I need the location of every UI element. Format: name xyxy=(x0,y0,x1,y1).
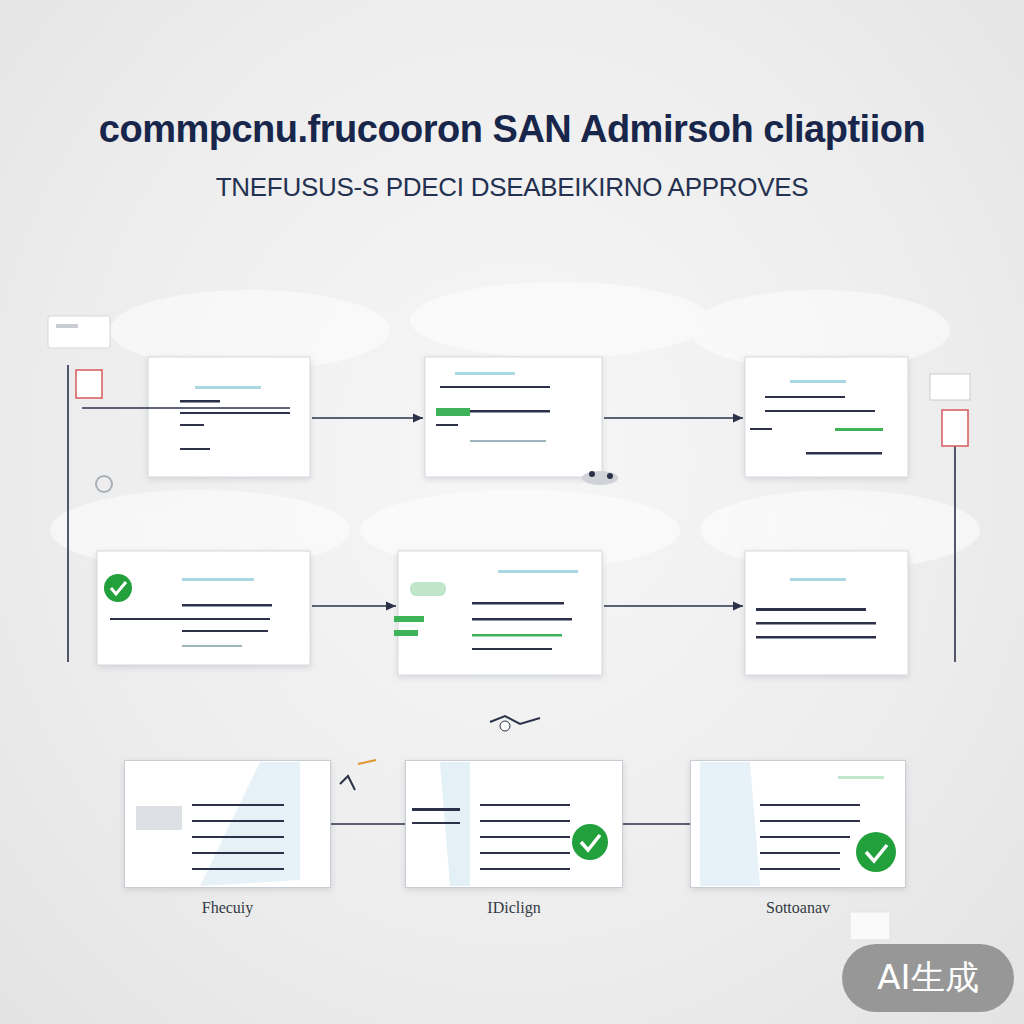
flow-connector xyxy=(623,823,690,825)
tiny-figure xyxy=(340,471,618,790)
background-haze xyxy=(50,282,980,570)
screen-caption: Sottoanav xyxy=(763,899,833,917)
screen-card: Fhecuiy xyxy=(124,760,331,888)
diagram-title: commpcnu.frucooron SAN Admirsoh cliaptii… xyxy=(0,108,1024,151)
title-text: commpcnu.frucooron SAN Admirsoh cliaptii… xyxy=(99,108,925,150)
screen-card: IDiclign xyxy=(405,760,623,888)
screen-card xyxy=(97,551,908,675)
card-lines xyxy=(110,570,876,650)
screen-card: Sottoanav xyxy=(690,760,906,888)
screen-card xyxy=(124,760,906,888)
flow-arrow xyxy=(312,417,423,419)
corner-icon xyxy=(930,374,970,400)
subtitle-text: TNEFUSUS-S PDECI DSEABEIKIRNO APPROVES xyxy=(216,172,809,203)
flow-arrow xyxy=(604,417,743,419)
side-rail xyxy=(67,365,69,662)
decor-card xyxy=(850,912,890,940)
corner-icon xyxy=(942,410,968,446)
flow-connector xyxy=(331,823,405,825)
watermark-pill xyxy=(842,944,1014,1012)
screen-caption: IDiclign xyxy=(484,899,543,917)
side-rail xyxy=(954,445,956,662)
flow-arrow xyxy=(312,605,396,607)
screen-caption: Fhecuiy xyxy=(199,899,257,917)
screen-card xyxy=(148,357,908,477)
card-lines xyxy=(136,762,884,886)
check-badge xyxy=(866,845,887,861)
check-badge xyxy=(572,824,608,860)
watermark-text: AI生成 xyxy=(877,955,978,1001)
corner-icon xyxy=(76,370,102,398)
check-badge xyxy=(581,835,600,850)
corner-icon xyxy=(56,324,78,328)
corner-icon xyxy=(48,316,110,348)
flow-arrow xyxy=(604,605,743,607)
decor-ring xyxy=(96,476,112,492)
check-badge xyxy=(104,574,132,602)
check-badge xyxy=(856,832,896,872)
card-lines xyxy=(180,372,883,455)
flow-line xyxy=(82,407,290,409)
check-badge xyxy=(111,582,126,594)
